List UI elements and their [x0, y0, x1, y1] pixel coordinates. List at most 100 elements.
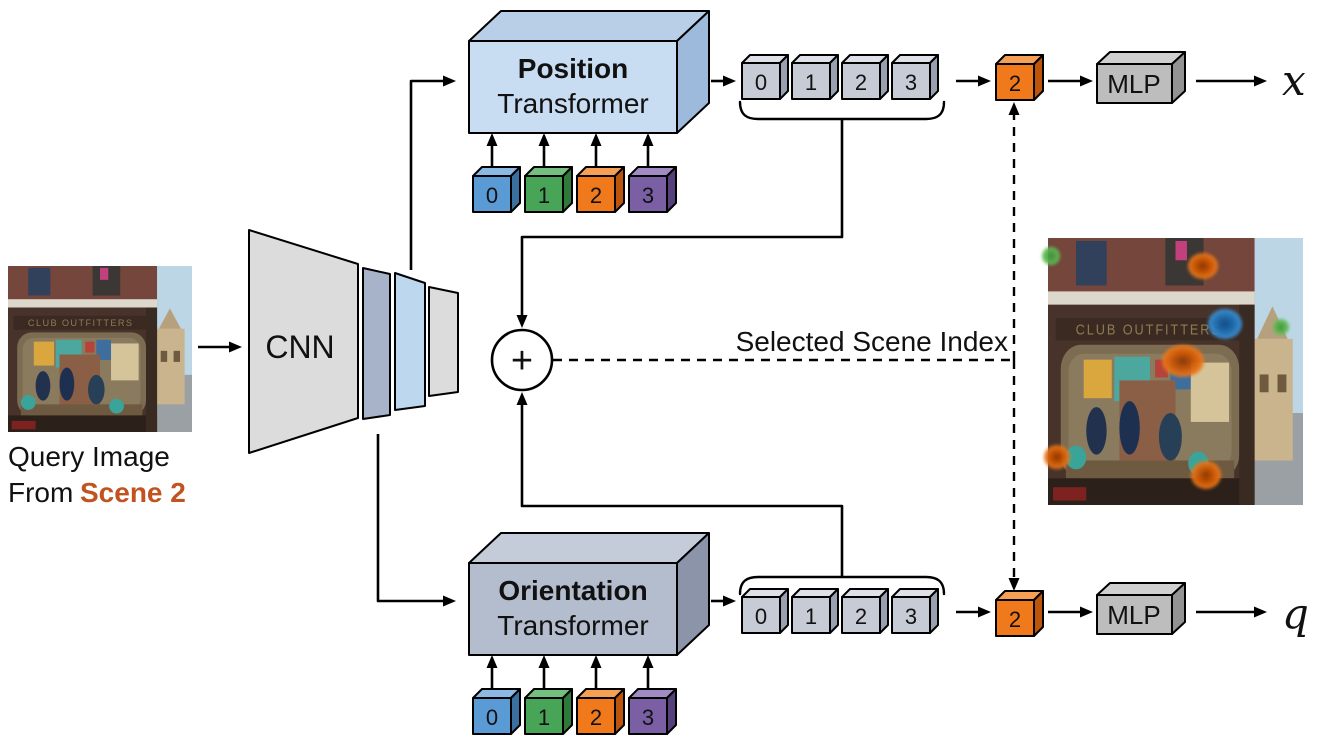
query-image	[8, 266, 192, 432]
cube-front	[576, 697, 616, 735]
scene-cube-1: 1	[524, 166, 573, 213]
cube-label: 3	[905, 70, 917, 95]
cube-side	[929, 54, 939, 100]
cube-side	[510, 688, 521, 735]
attention-blob-blue	[1208, 309, 1242, 339]
underbrace	[738, 100, 946, 121]
cube-label: 0	[755, 70, 767, 95]
cube-front	[524, 175, 564, 213]
cube-label: 2	[1009, 607, 1021, 632]
cube-front	[891, 62, 931, 100]
line-orientation-tokens-to-plus	[516, 392, 844, 577]
cube-front	[628, 697, 668, 735]
cube-side	[879, 588, 889, 634]
query-caption-from: From	[8, 477, 73, 508]
cube-side	[614, 688, 625, 735]
cube-side	[666, 166, 677, 213]
cube-label: 2	[855, 70, 867, 95]
cube-label: 3	[905, 604, 917, 629]
cube-side	[562, 166, 573, 213]
cube-front	[891, 596, 931, 634]
selected-scene-index-label: Selected Scene Index	[736, 326, 1008, 357]
cube-front	[791, 62, 831, 100]
orientation-box-top	[468, 532, 710, 564]
scene-cube-2: 2	[576, 688, 625, 735]
arrow-cnn-to-orientation	[376, 434, 456, 607]
cube-label: 0	[486, 183, 498, 208]
cube-side	[562, 688, 573, 735]
scene-cube-0: 0	[472, 166, 521, 213]
line-position-tokens-to-plus	[516, 119, 844, 328]
cube-front	[472, 697, 512, 735]
orientation-box-front	[468, 562, 678, 656]
cube-side	[829, 54, 839, 100]
scene-cube-3: 3	[628, 688, 677, 735]
mlp-label: MLP	[1107, 600, 1160, 630]
mlp-front	[1096, 594, 1173, 635]
cube-label: 2	[1009, 71, 1021, 96]
output-x: x	[1282, 56, 1306, 105]
cnn-feature-slab-1	[362, 267, 391, 420]
token-1: 1	[791, 588, 839, 634]
token-2: 2	[841, 54, 889, 100]
attention-blob-green	[1273, 319, 1289, 335]
position-transformer-box: Position Transformer	[468, 10, 710, 134]
cube-label: 1	[538, 183, 550, 208]
mlp-top	[1096, 582, 1186, 596]
cnn-block: CNN	[248, 229, 459, 454]
attention-blob-orange	[1044, 445, 1070, 469]
orientation-mlp-box: MLP	[1096, 582, 1186, 635]
position-box-title: Position	[518, 53, 628, 84]
token-1: 1	[791, 54, 839, 100]
cube-front	[791, 596, 831, 634]
position-token-row: 0 1 2 3	[738, 54, 946, 121]
scene-cube-2: 2	[576, 166, 625, 213]
cube-label: 1	[805, 604, 817, 629]
position-mlp-box: MLP	[1096, 51, 1186, 104]
token-3: 3	[891, 588, 939, 634]
orientation-box-title: Orientation	[498, 575, 647, 606]
scene-cube-0: 0	[472, 688, 521, 735]
selected-token-orientation: 2	[995, 590, 1044, 637]
token-2: 2	[841, 588, 889, 634]
cube-side	[929, 588, 939, 634]
cube-front	[995, 63, 1035, 101]
position-box-subtitle: Transformer	[497, 88, 648, 119]
cube-label: 3	[642, 705, 654, 730]
attention-blob-orange	[1188, 253, 1218, 279]
cube-front	[472, 175, 512, 213]
plus-node: +	[490, 328, 554, 392]
token-0: 0	[741, 54, 789, 100]
cube-front	[576, 175, 616, 213]
plus-circle	[490, 328, 554, 392]
cnn-feature-slab-2	[394, 272, 426, 411]
cnn-label: CNN	[265, 329, 334, 365]
arrow-cnn-to-position	[409, 75, 456, 270]
attention-blob-orange-large	[1162, 345, 1204, 377]
cnn-trapezoid	[248, 229, 359, 454]
position-box-top	[468, 10, 710, 42]
orientation-transformer-box: Orientation Transformer	[468, 532, 710, 656]
cube-label: 1	[805, 70, 817, 95]
cube-label: 0	[486, 705, 498, 730]
query-caption-scene: Scene 2	[80, 477, 186, 508]
position-scene-embedding-cubes: 0 1 2 3	[472, 133, 677, 213]
cube-front	[524, 697, 564, 735]
attention-blob-green	[1042, 247, 1060, 265]
cube-front	[995, 599, 1035, 637]
cube-front	[741, 596, 781, 634]
selected-token-position: 2	[995, 54, 1044, 101]
cube-label: 0	[755, 604, 767, 629]
cube-side	[779, 588, 789, 634]
cube-side	[1033, 54, 1044, 101]
cube-front	[741, 62, 781, 100]
plus-symbol: +	[511, 340, 533, 382]
cube-label: 2	[590, 183, 602, 208]
query-caption-line1: Query Image	[8, 441, 170, 472]
attention-blobs	[1042, 247, 1289, 489]
output-q: q	[1282, 589, 1309, 638]
cube-side	[879, 54, 889, 100]
cube-side	[829, 588, 839, 634]
cube-label: 2	[590, 705, 602, 730]
